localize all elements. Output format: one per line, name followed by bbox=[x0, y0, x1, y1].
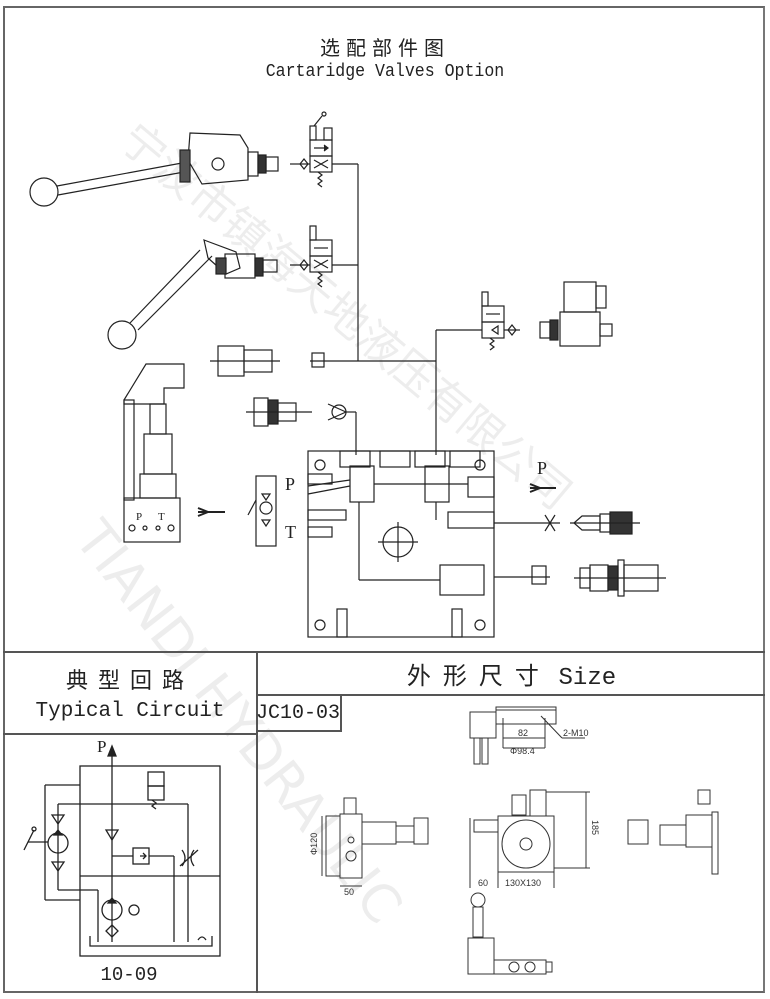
hand-lever-valve-1 bbox=[29, 132, 279, 207]
dim-bolt-circle: Φ98.4 bbox=[510, 746, 535, 756]
check-valve-cartridge bbox=[246, 397, 357, 455]
front-view: 60 130X130 185 bbox=[469, 789, 600, 888]
hand-lever-valve-2 bbox=[107, 239, 278, 350]
divider-circuit-header bbox=[3, 733, 258, 735]
pump-p-label: P bbox=[136, 511, 142, 523]
divider-vertical bbox=[256, 651, 258, 993]
circuit-port-p: P bbox=[97, 737, 106, 756]
size-heading-cn: 外形尺寸 bbox=[406, 662, 551, 690]
dim-mount-thread: 2-M10 bbox=[563, 728, 589, 738]
typical-circuit-heading-cn: 典型回路 bbox=[65, 669, 194, 694]
size-heading-en: Size bbox=[558, 665, 617, 692]
top-view: 82 Φ98.4 2-M10 bbox=[469, 706, 589, 765]
hand-pump: P T bbox=[123, 363, 225, 543]
solenoid-cartridge bbox=[539, 281, 613, 347]
typical-circuit-heading-en: Typical Circuit bbox=[35, 700, 225, 723]
throttle-symbol bbox=[544, 514, 556, 532]
plug-fitting bbox=[210, 345, 325, 377]
side-view-left: Φ120 50 bbox=[309, 797, 429, 897]
divider-size-header bbox=[256, 694, 765, 696]
divider-sections bbox=[3, 651, 765, 653]
hand-pump-symbol: P T bbox=[247, 474, 296, 547]
dim-motor-diameter: Φ120 bbox=[309, 833, 319, 855]
bottom-view bbox=[467, 892, 553, 975]
right-port-p: P bbox=[537, 458, 547, 478]
drawing-frame bbox=[3, 6, 765, 993]
valve-symbol-1 bbox=[290, 111, 358, 188]
side-view-right bbox=[627, 789, 719, 875]
left-port-p: P bbox=[285, 474, 295, 494]
dim-bolt-spacing: 82 bbox=[518, 728, 528, 738]
pump-t-label: T bbox=[158, 511, 165, 523]
dim-height: 185 bbox=[590, 820, 600, 835]
cartridge-options-diagram: P T P T P bbox=[29, 111, 666, 638]
page-title-en: Cartaridge Valves Option bbox=[265, 62, 505, 82]
valve-symbol-3 bbox=[435, 291, 520, 455]
page-title-cn: 选配部件图 bbox=[320, 36, 450, 60]
model-number: JC10-03 bbox=[256, 694, 342, 732]
relief-cartridge bbox=[574, 559, 666, 597]
dim-base: 130X130 bbox=[505, 878, 541, 888]
manifold-block bbox=[307, 450, 495, 638]
dim-side-width: 50 bbox=[344, 887, 354, 897]
circuit-code: 10-09 bbox=[100, 964, 158, 986]
size-heading: 外形尺寸 Size bbox=[258, 656, 765, 692]
valve-symbol-2 bbox=[290, 225, 358, 288]
throttle-cartridge bbox=[570, 511, 640, 535]
left-port-t: T bbox=[285, 522, 296, 542]
dim-offset: 60 bbox=[478, 878, 488, 888]
relief-symbol bbox=[531, 565, 547, 585]
